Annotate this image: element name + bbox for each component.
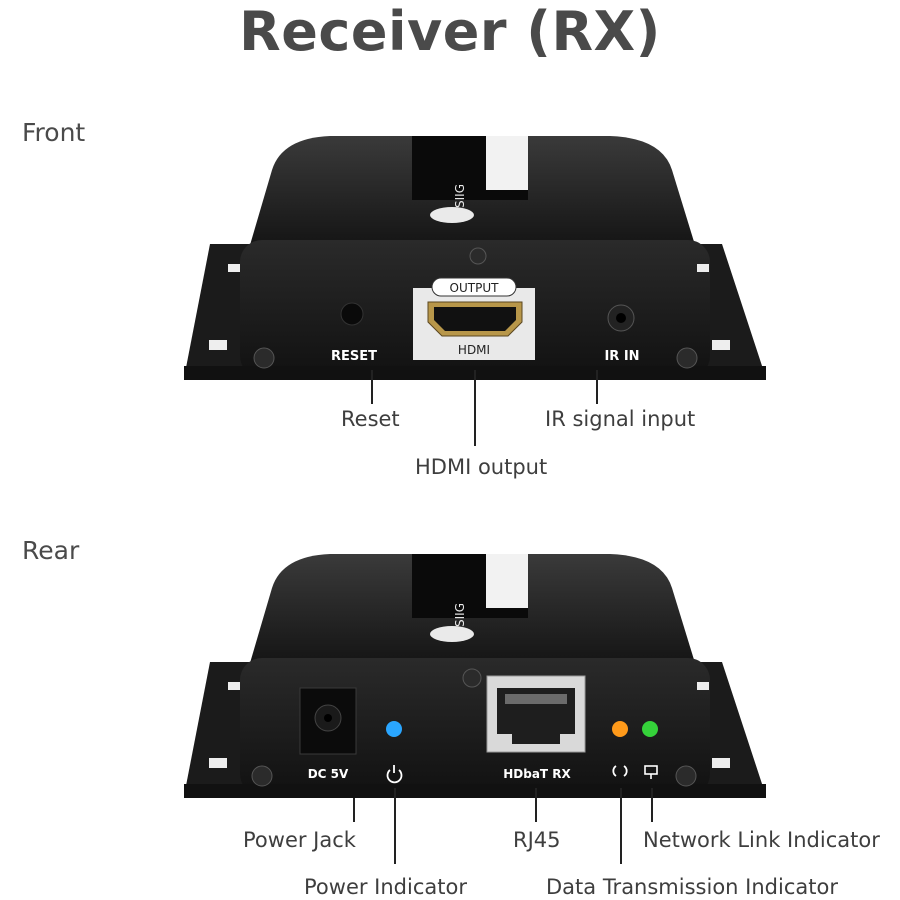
flange-left bbox=[184, 244, 250, 378]
hdmi-leader-line bbox=[474, 370, 476, 446]
reset-leader-line bbox=[371, 370, 373, 404]
front-device-illustration: SIIG RESET OUTPUT HDMI IR IN bbox=[184, 136, 766, 380]
data-led-icon bbox=[612, 721, 628, 737]
network-link-leader-line bbox=[651, 788, 653, 822]
callout-power-indicator: Power Indicator bbox=[304, 875, 467, 899]
callout-rj45: RJ45 bbox=[513, 828, 561, 852]
dc-silk-label: DC 5V bbox=[308, 767, 349, 781]
power-led-icon bbox=[386, 721, 402, 737]
screw-icon bbox=[469, 247, 487, 265]
ir-silk-label: IR IN bbox=[604, 349, 639, 364]
callout-hdmi-output: HDMI output bbox=[415, 455, 548, 479]
callout-reset: Reset bbox=[341, 407, 400, 431]
screw-icon bbox=[251, 765, 273, 787]
screw-icon bbox=[675, 765, 697, 787]
device-face bbox=[240, 658, 710, 796]
power-symbol-icon bbox=[386, 769, 403, 784]
rj45-leader-line bbox=[535, 788, 537, 822]
hdbt-silk-label: HDbaT RX bbox=[503, 767, 571, 781]
screw-icon bbox=[462, 668, 482, 688]
rear-device-illustration: SIIG DC 5V HDbaT RX bbox=[184, 554, 766, 798]
ir-leader-line bbox=[596, 370, 598, 404]
flange-left bbox=[184, 662, 250, 796]
rear-heading: Rear bbox=[22, 536, 80, 565]
power-indicator-leader-line bbox=[394, 788, 396, 864]
brand-logo bbox=[430, 207, 474, 223]
link-led-icon bbox=[642, 721, 658, 737]
page-title: Receiver (RX) bbox=[239, 0, 661, 63]
data-transmission-leader-line bbox=[620, 788, 622, 864]
brand-logo-text: SIIG bbox=[453, 184, 467, 208]
data-transmission-symbol-icon bbox=[612, 765, 628, 777]
brand-logo bbox=[430, 626, 474, 642]
front-heading: Front bbox=[22, 118, 86, 147]
power-jack-leader-line bbox=[353, 798, 355, 822]
callout-data-transmission-indicator: Data Transmission Indicator bbox=[546, 875, 838, 899]
hdmi-bottom-label: HDMI bbox=[458, 343, 490, 357]
screw-icon bbox=[676, 347, 698, 369]
callout-ir-signal-input: IR signal input bbox=[545, 407, 696, 431]
reset-silk-label: RESET bbox=[331, 349, 377, 364]
hdmi-top-label: OUTPUT bbox=[450, 281, 500, 295]
callout-power-jack: Power Jack bbox=[243, 828, 356, 852]
reset-button-icon bbox=[340, 302, 364, 326]
screw-icon bbox=[253, 347, 275, 369]
brand-logo-text: SIIG bbox=[453, 603, 467, 627]
callout-network-link-indicator: Network Link Indicator bbox=[643, 828, 880, 852]
